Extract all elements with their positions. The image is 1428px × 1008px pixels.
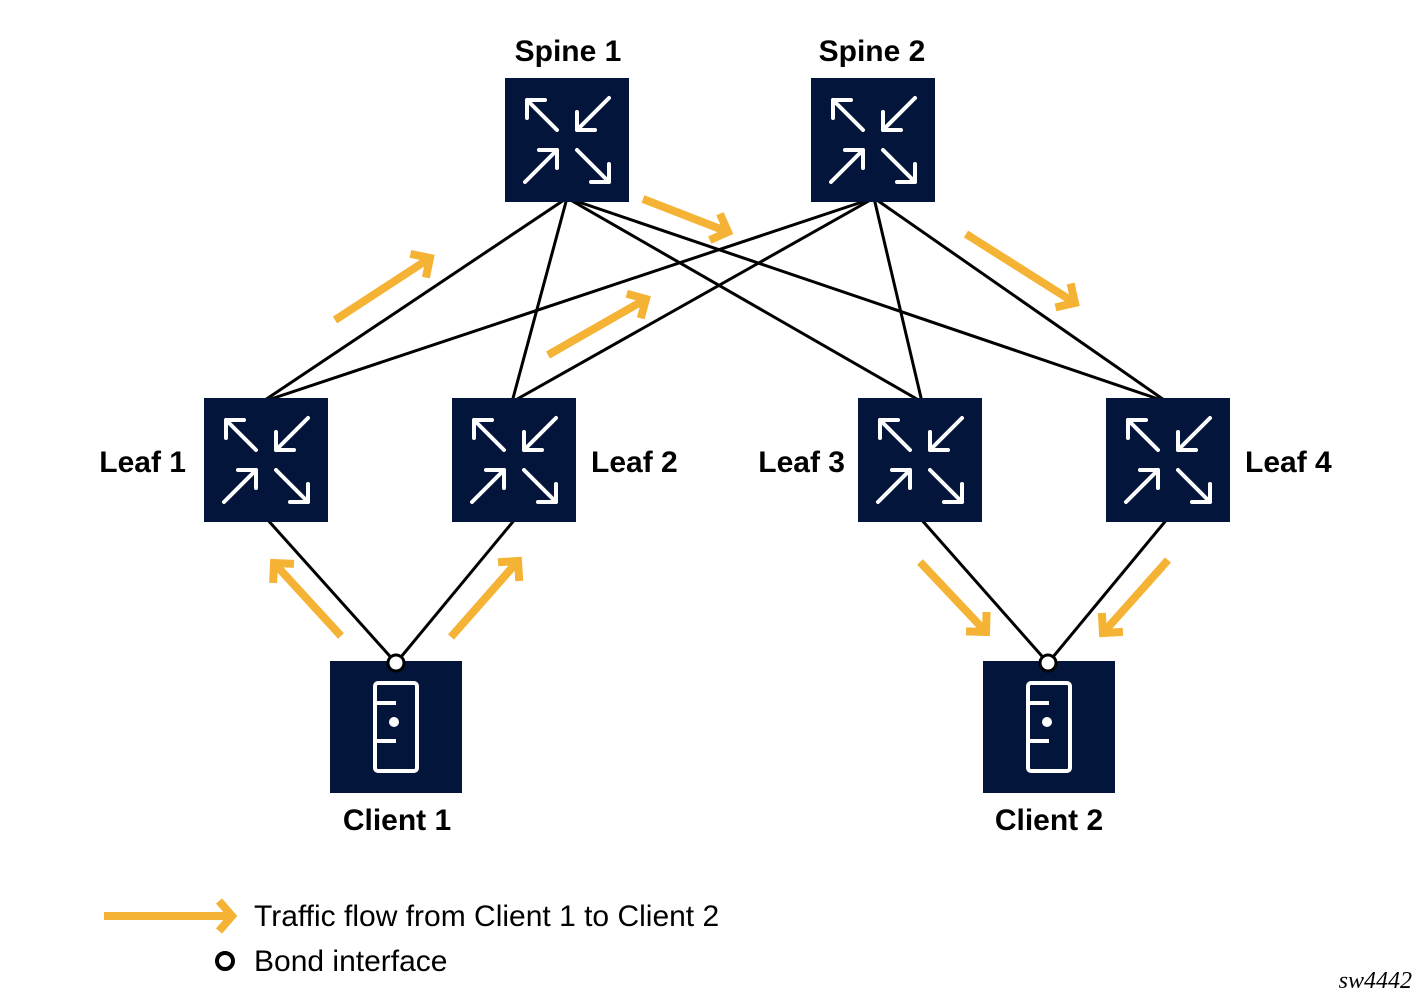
spine1-label: Spine 1 xyxy=(515,35,622,68)
link-spine1-leaf2 xyxy=(510,197,569,403)
traffic-arrow-icon xyxy=(641,195,734,244)
traffic-arrow-icon xyxy=(1097,557,1171,638)
client2-node[interactable]: Client 2 xyxy=(983,661,1115,837)
link-spine2-leaf1 xyxy=(261,196,875,404)
link-leaf2-client1 xyxy=(394,517,518,664)
spine1-node[interactable]: Spine 1 xyxy=(505,35,629,202)
bond-interface-client1 xyxy=(386,653,406,673)
link-spine1-leaf1 xyxy=(261,196,568,404)
legend-bond-label: Bond interface xyxy=(254,945,447,978)
spine2-label: Spine 2 xyxy=(819,35,926,68)
leaf3-label: Leaf 3 xyxy=(758,446,845,479)
leaf4-label: Leaf 4 xyxy=(1245,446,1332,479)
link-leaf1-client1 xyxy=(264,516,398,665)
spine2-node[interactable]: Spine 2 xyxy=(811,35,935,202)
traffic-arrow-icon xyxy=(917,559,991,637)
link-spine2-leaf2 xyxy=(511,196,875,404)
link-leaf4-client2 xyxy=(1046,517,1170,664)
traffic-arrow-icon xyxy=(332,249,435,324)
legend: Traffic flow from Client 1 to Client 2 B… xyxy=(104,898,719,978)
leaf2-label: Leaf 2 xyxy=(591,446,678,479)
link-spine1-leaf3 xyxy=(566,196,923,404)
leaf3-node[interactable]: Leaf 3 xyxy=(758,398,982,522)
link-spine2-leaf4 xyxy=(873,196,1168,404)
legend-traffic-label: Traffic flow from Client 1 to Client 2 xyxy=(254,900,719,933)
bond-interface-client2 xyxy=(1038,653,1058,673)
bond-legend-icon xyxy=(215,951,235,971)
client1-label: Client 1 xyxy=(343,804,451,837)
link-spine1-leaf4 xyxy=(566,196,1168,404)
traffic-legend-arrow-icon xyxy=(104,898,238,934)
link-spine2-leaf3 xyxy=(872,197,924,403)
client1-node[interactable]: Client 1 xyxy=(330,661,462,837)
links xyxy=(261,196,1170,665)
link-leaf3-client2 xyxy=(918,517,1050,664)
figure-id: sw4442 xyxy=(1339,968,1412,994)
leaf1-label: Leaf 1 xyxy=(99,446,186,479)
leaf1-node[interactable]: Leaf 1 xyxy=(99,398,328,522)
client2-label: Client 2 xyxy=(995,804,1103,837)
leaf2-node[interactable]: Leaf 2 xyxy=(452,398,678,522)
traffic-arrow-icon xyxy=(546,289,651,359)
traffic-arrow-icon xyxy=(269,558,344,639)
leaf4-node[interactable]: Leaf 4 xyxy=(1106,398,1332,522)
traffic-arrows xyxy=(269,195,1171,640)
traffic-arrow-icon xyxy=(963,230,1080,312)
traffic-arrow-icon xyxy=(447,556,524,640)
